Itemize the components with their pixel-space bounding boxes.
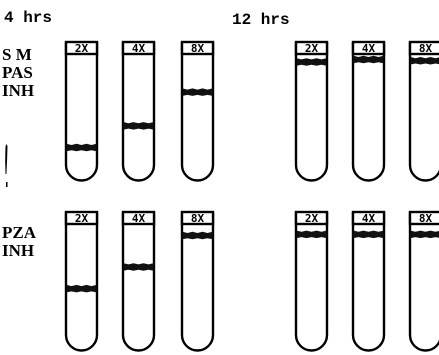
tube-band [67,144,97,152]
ink-smudge [4,144,9,188]
tube-wall [66,42,97,180]
tube-row2-4hrs-2x: 2X [64,212,104,332]
tube-row1-12hrs-4x: 4X [351,42,391,162]
tube-label: 8X [410,212,439,224]
tube-diagram: 4 hrs 12 hrs S M PAS INH PZA INH 2X 4X 8X 2… [0,0,439,342]
tube-band [354,56,384,64]
tube-row2-12hrs-4x: 4X [351,212,391,332]
row-1-label-line-1: S M [2,46,32,63]
tube-band [183,88,213,96]
tube-row2-4hrs-4x: 4X [121,212,161,332]
tube-row2-12hrs-2x: 2X [294,212,334,332]
row-2-label-line-1: PZA [2,224,36,241]
tube-outline [408,212,439,355]
tube-label: 2X [296,212,327,224]
tube-wall [353,42,384,180]
tube-wall [182,212,213,350]
tube-row1-12hrs-8x: 8X [408,42,439,162]
tube-band [354,231,384,239]
tube-label: 8X [410,42,439,54]
tube-label: 4X [123,212,154,224]
tube-band [124,122,154,130]
tube-outline [180,42,215,185]
tube-outline [408,42,439,185]
tube-wall [123,212,154,350]
row-1-label-line-2: PAS [2,64,33,81]
tube-label: 8X [182,212,213,224]
tube-wall [182,42,213,180]
tube-row1-12hrs-2x: 2X [294,42,334,162]
tube-wall [123,42,154,180]
tube-label: 4X [123,42,154,54]
tube-row1-4hrs-2x: 2X [64,42,104,162]
header-4-hrs: 4 hrs [4,9,52,27]
tube-wall [66,212,97,350]
tube-label: 2X [66,42,97,54]
tube-row1-4hrs-8x: 8X [180,42,220,162]
tube-row2-4hrs-8x: 8X [180,212,220,332]
tube-band [297,58,327,65]
tube-outline [351,42,386,185]
tube-outline [121,42,156,185]
tube-outline [121,212,156,355]
header-12-hrs: 12 hrs [232,11,290,29]
tube-outline [64,42,99,185]
tube-outline [294,212,329,355]
tube-outline [64,212,99,355]
tube-label: 2X [66,212,97,224]
tube-band [67,285,97,293]
tube-label: 4X [353,42,384,54]
tube-band [183,232,213,240]
row-1-label-line-3: INH [2,82,34,99]
tube-band [124,263,154,271]
tube-label: 8X [182,42,213,54]
tube-band [297,231,327,239]
tube-band [411,231,439,239]
tube-label: 2X [296,42,327,54]
tube-row2-12hrs-8x: 8X [408,212,439,332]
tube-outline [351,212,386,355]
tube-row1-4hrs-4x: 4X [121,42,161,162]
tube-outline [294,42,329,185]
tube-band [411,57,439,65]
tube-label: 4X [353,212,384,224]
row-2-label-line-2: INH [2,242,34,259]
tube-outline [180,212,215,355]
